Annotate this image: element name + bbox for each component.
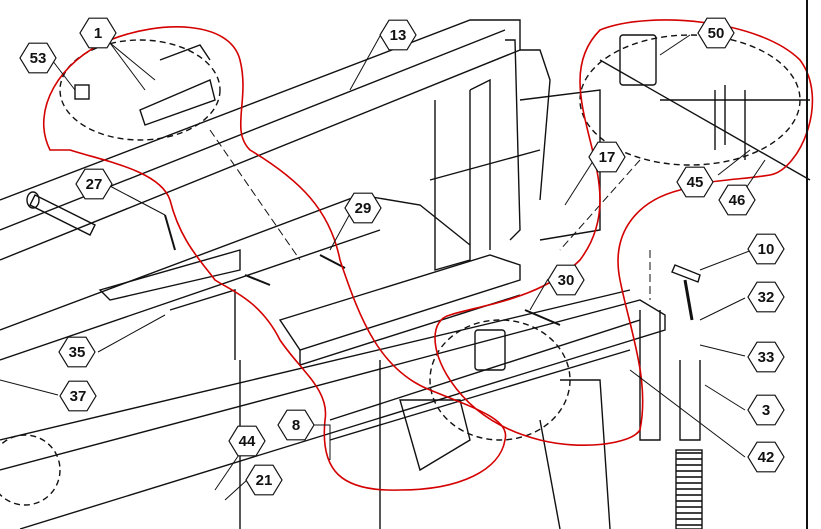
callout-50: 50 [697,17,735,49]
callout-13: 13 [379,19,417,51]
callout-1: 1 [79,17,117,49]
callout-42: 42 [747,441,785,473]
shock-absorber [639,310,661,441]
cross-member [278,254,521,351]
callout-21: 21 [245,464,283,496]
callout-number: 21 [256,472,273,489]
callout-17: 17 [588,141,626,173]
callout-44: 44 [228,425,266,457]
page-border [806,0,808,529]
callout-number: 37 [70,388,87,405]
callout-number: 45 [687,174,704,191]
callout-hexagon [19,42,57,74]
callout-number: 10 [758,241,775,258]
callout-hexagon [547,264,585,296]
callout-number: 29 [355,200,372,217]
callout-number: 53 [30,50,47,67]
callout-35: 35 [58,336,96,368]
callout-hexagon [676,166,714,198]
callout-33: 33 [747,341,785,373]
red-annotation-outlines [42,19,814,491]
callout-number: 33 [758,349,775,366]
callout-number: 1 [94,25,102,42]
lower-rail [0,194,471,331]
red-outline-right [434,19,814,446]
callout-hexagon [75,168,113,200]
callout-hexagon [697,17,735,49]
callout-hexagon [747,233,785,265]
callout-46: 46 [718,184,756,216]
callout-hexagon [59,380,97,412]
bumper-block-50 [619,34,657,86]
callout-hexagon [588,141,626,173]
callout-number: 13 [390,27,407,44]
vertical-post [434,90,471,271]
callout-53: 53 [19,42,57,74]
callout-number: 35 [69,344,86,361]
callout-hexagon [747,281,785,313]
callout-hexagon [58,336,96,368]
callout-hexagon [344,192,382,224]
callout-number: 30 [558,272,575,289]
callout-number: 50 [708,25,725,42]
callout-hexagon [718,184,756,216]
callout-hexagon [747,441,785,473]
callout-8: 8 [277,409,315,441]
callout-hexagon [79,17,117,49]
callout-labels: 1 53 13 50 27 29 17 45 46 10 30 32 33 35 37 3 8 42 44 21 [19,17,785,496]
callout-number: 44 [239,433,256,450]
callout-number: 27 [86,176,103,193]
upper-rail [0,19,521,261]
callout-45: 45 [676,166,714,198]
callout-27: 27 [75,168,113,200]
callout-number: 46 [729,192,746,209]
callout-hexagon [228,425,266,457]
callout-hexagon [747,341,785,373]
callout-29: 29 [344,192,382,224]
red-outline-main [42,26,507,491]
callout-number: 8 [292,417,300,434]
callout-number: 3 [762,402,770,419]
callout-number: 32 [758,289,775,306]
callout-30: 30 [547,264,585,296]
callout-hexagon [747,394,785,426]
callout-hexagon [379,19,417,51]
callout-10: 10 [747,233,785,265]
spring-3 [675,449,703,529]
callout-3: 3 [747,394,785,426]
callout-hexagon [277,409,315,441]
callout-32: 32 [747,281,785,313]
callout-number: 42 [758,449,775,466]
callout-37: 37 [59,380,97,412]
frame-structure [0,19,811,529]
callout-number: 17 [599,149,616,166]
callout-hexagon [245,464,283,496]
pin-27 [29,194,96,236]
